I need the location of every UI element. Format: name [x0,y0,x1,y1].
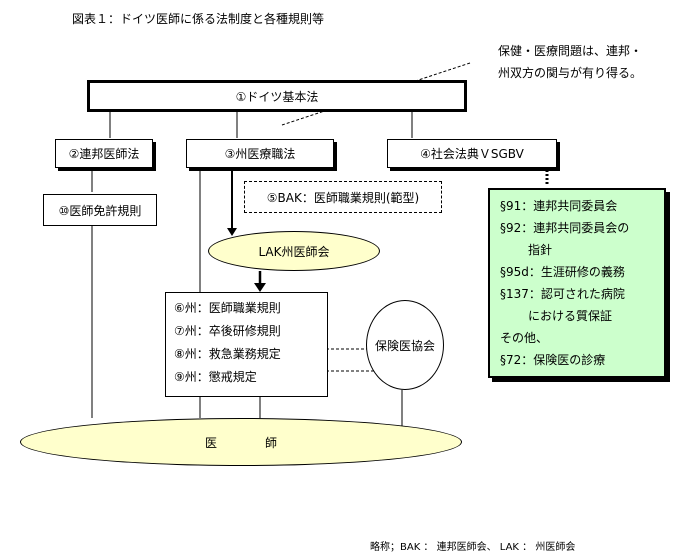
sgb-item-95d: §95d：生涯研修の義務 [500,265,625,279]
basic-law-label: ①ドイツ基本法 [235,89,319,104]
bak-rules-box: ⑤BAK：医師職業規則(範型) [244,181,442,213]
basic-law-box: ①ドイツ基本法 [87,80,467,112]
arrowhead-lak-to-rules [254,283,266,292]
sgb-item-72: §72：保険医の診療 [500,353,606,367]
physicians-oval: 医 師 [20,418,462,466]
state-medical-law-label: ③州医療職法 [224,147,296,161]
federal-medical-law-box: ②連邦医師法 [55,139,153,168]
state-rules-box: ⑥州：医師職業規則 ⑦州：卒後研修規則 ⑧州：救急業務規定 ⑨州：懲戒規定 [165,292,328,397]
physicians-label-left: 医 [204,435,217,450]
abbreviation-footer: 略称；BAK ： 連邦医師会、 LAK ： 州医師会 [370,542,576,553]
sgb-item-91: §91：連邦共同委員会 [500,199,618,213]
sgb-item-137-cont: における質保証 [528,309,613,323]
lak-oval: LAK州医師会 [208,231,380,271]
bak-rules-label: ⑤BAK：医師職業規則(範型) [266,190,420,205]
social-law-box: ④社会法典ＶSGBV [387,139,557,168]
lak-label: LAK州医師会 [258,244,330,259]
arrowhead-state-to-lak [227,228,237,236]
note-line-2: 州双方の関与が有り得る。 [498,66,643,80]
state-rule-item-6: ⑥州：医師職業規則 [174,301,281,315]
social-law-label: ④社会法典ＶSGBV [420,147,524,161]
state-rule-item-8: ⑧州：救急業務規定 [174,347,281,361]
sgb-item-92-cont: 指針 [528,243,553,257]
insurance-association-label: 保険医協会 [374,338,435,353]
insurance-association-circle: 保険医協会 [366,300,444,390]
physicians-label-right: 師 [265,435,278,450]
state-rule-item-7: ⑦州：卒後研修規則 [174,324,281,338]
federal-medical-law-label: ②連邦医師法 [68,147,140,161]
sgb-item-other: その他、 [500,331,549,345]
sgb-provisions-box: §91：連邦共同委員会 §92：連邦共同委員会の 指針 §95d：生涯研修の義務… [488,188,666,378]
state-medical-law-box: ③州医療職法 [186,139,334,168]
state-rule-item-9: ⑨州：懲戒規定 [174,370,257,384]
sgb-item-92: §92：連邦共同委員会の [500,221,630,235]
note-line-1: 保健・医療問題は、連邦・ [498,44,643,58]
sgb-item-137: §137：認可された病院 [500,287,625,301]
note-text: 保健・医療問題は、連邦・ 州双方の関与が有り得る。 [498,40,642,84]
figure-title: 図表１：ドイツ医師に係る法制度と各種規則等 [72,12,325,26]
license-rules-box: ⑩医師免許規則 [43,194,157,226]
license-rules-label: ⑩医師免許規則 [58,203,142,218]
